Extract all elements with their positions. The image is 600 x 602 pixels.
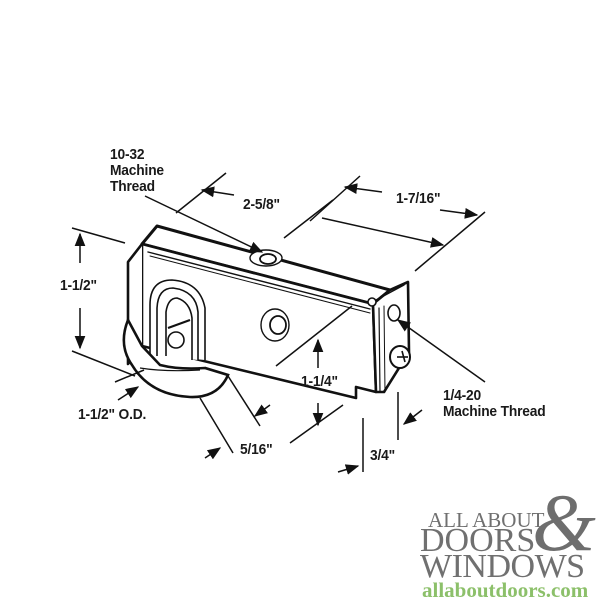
label-thread-side-type: Machine Thread xyxy=(443,403,546,420)
roller-wheel xyxy=(122,316,230,399)
label-thread-top: 10-32 Machine Thread xyxy=(110,147,164,195)
label-depth: 3/4" xyxy=(370,447,395,464)
side-thread-hole xyxy=(387,304,401,322)
label-wheel-od: 1-1/2" O.D. xyxy=(78,406,147,423)
logo-url: allaboutdoors.com xyxy=(422,578,589,602)
wheel-bracket xyxy=(149,279,206,360)
logo-ampersand: & xyxy=(532,477,596,568)
label-thread-side: 1/4-20 Machine Thread xyxy=(443,387,546,420)
label-thread-top-word: Thread xyxy=(110,178,155,195)
logo-line-windows: WINDOWS xyxy=(420,548,585,585)
label-height-overall: 1-1/2" xyxy=(60,277,97,294)
label-thread-top-size: 10-32 xyxy=(110,146,145,163)
label-height-body: 1-1/4" xyxy=(301,373,338,390)
dimension-lines xyxy=(71,172,486,475)
label-length-rear: 1-7/16" xyxy=(396,190,441,207)
label-thread-top-type: Machine xyxy=(110,162,164,179)
logo-line-all-about: ALL ABOUT xyxy=(428,508,545,532)
top-thread-hole xyxy=(249,249,283,267)
logo-line-doors: DOORS xyxy=(420,522,536,559)
label-thread-side-size: 1/4-20 xyxy=(443,387,482,404)
label-wheel-width: 5/16" xyxy=(240,441,273,458)
brand-logo: & ALL ABOUT DOORS WINDOWS allaboutdoors.… xyxy=(420,482,600,602)
adjustment-screw xyxy=(389,345,411,369)
label-length-top: 2-5/8" xyxy=(243,196,280,213)
front-rivet xyxy=(260,308,290,342)
